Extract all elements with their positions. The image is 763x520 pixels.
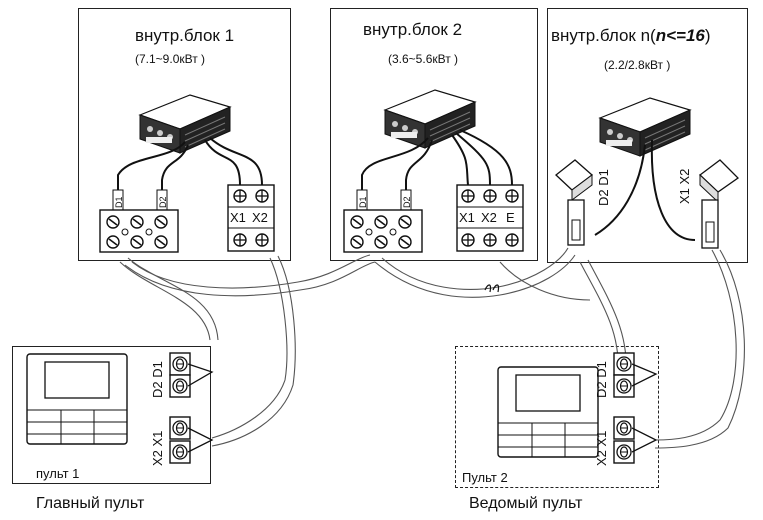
indoor-unit-1-icon [139, 94, 231, 154]
remote-2-icon [497, 366, 599, 458]
unit-n-title-limit: n<=16 [655, 26, 705, 45]
controller-1-caption: Главный пульт [36, 495, 145, 512]
controller-2-caption: Ведомый пульт [469, 495, 583, 512]
controller-1-x-label: X2 X1 [150, 430, 165, 466]
unit-n-x-label: X1 X2 [677, 168, 692, 204]
controller-1-box-label: пульт 1 [36, 466, 80, 481]
unit-1-x1-label: X1 [230, 210, 246, 225]
unit-n-title-suffix: ) [704, 26, 711, 45]
indoor-unit-n-title: внутр.блок n(n<=16) [551, 26, 711, 46]
unit-n-d-label: D2 D1 [596, 169, 611, 206]
unit-2-d2-label: D2 [402, 196, 412, 208]
unit-2-d1-label: D1 [358, 196, 368, 208]
indoor-unit-1-title: внутр.блок 1 [135, 26, 235, 45]
unit-2-x2-label: X2 [481, 210, 497, 225]
indoor-unit-1-capacity: (7.1~9.0кВт ) [135, 52, 206, 66]
unit-2-x1-label: X1 [459, 210, 475, 225]
unit-2-e-label: E [506, 210, 515, 225]
controller-2-box-label: Пульт 2 [462, 470, 508, 485]
controller-1-d-label: D2 D1 [150, 361, 165, 398]
unit-1-d1-label: D1 [114, 196, 124, 208]
unit-n-title-prefix: внутр.блок n( [551, 26, 656, 45]
unit-1-x2-label: X2 [252, 210, 268, 225]
indoor-unit-2-capacity: (3.6~5.6кВт ) [388, 52, 459, 66]
indoor-unit-2-title: внутр.блок 2 [363, 20, 463, 39]
indoor-unit-2-icon [384, 89, 476, 149]
controller-2-d-label: D2 D1 [594, 361, 609, 398]
unit-1-d2-label: D2 [158, 196, 168, 208]
remote-1-icon [26, 353, 128, 445]
indoor-unit-n-capacity: (2.2/2.8кВт ) [604, 58, 671, 72]
controller-2-x-label: X2 X1 [594, 430, 609, 466]
